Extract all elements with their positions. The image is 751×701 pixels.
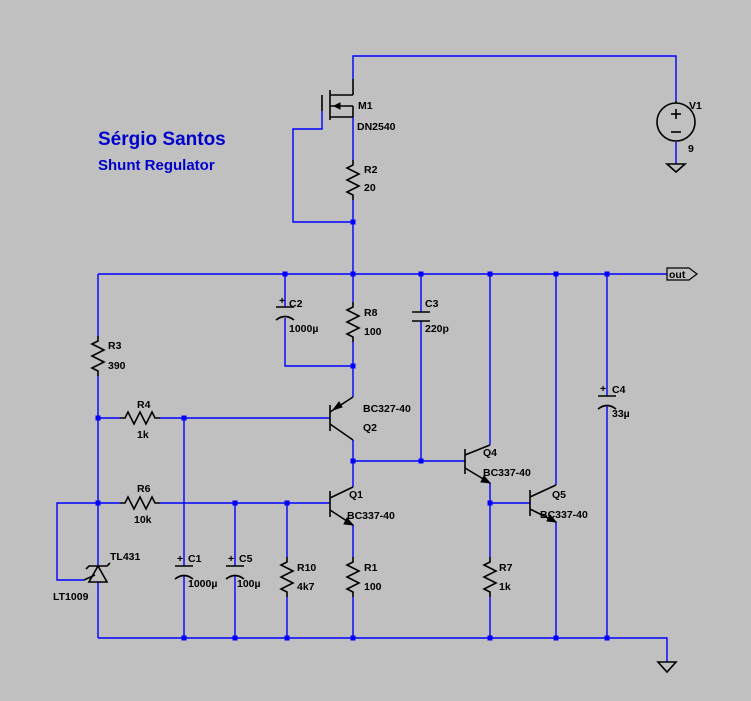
r2-value: 20 — [364, 182, 376, 194]
q1-value: BC337-40 — [347, 510, 395, 522]
voltage-source-v1[interactable]: V1 9 — [656, 100, 702, 155]
c2-value: 1000µ — [289, 323, 318, 335]
resistor-r3[interactable]: R3 390 — [90, 336, 126, 376]
c5-plus-sign: + — [228, 553, 234, 565]
c1-value: 1000µ — [188, 578, 217, 590]
c3-name: C3 — [425, 298, 439, 310]
q1-name: Q1 — [349, 489, 363, 501]
resistor-r4[interactable]: R4 1k — [120, 399, 160, 441]
capacitor-c3[interactable]: C3 220p — [412, 298, 449, 335]
out-label-text: out — [669, 269, 686, 281]
resistor-r7[interactable]: R7 1k — [482, 557, 513, 597]
c2-plus-sign: + — [279, 295, 285, 307]
q4-value: BC337-40 — [483, 467, 531, 479]
resistor-r6[interactable]: R6 10k — [120, 483, 160, 526]
author-title: Sérgio Santos — [98, 129, 226, 150]
capacitor-c4[interactable]: + C4 33µ — [597, 383, 630, 420]
tl431-name: TL431 — [110, 551, 141, 563]
r10-name: R10 — [297, 562, 316, 574]
c3-value: 220p — [425, 323, 449, 335]
wires — [56, 55, 677, 662]
subtitle: Shunt Regulator — [98, 157, 215, 174]
r1-name: R1 — [364, 562, 378, 574]
shunt-reference-tl431[interactable]: TL431 LT1009 — [53, 551, 141, 603]
q2-value: BC327-40 — [363, 403, 411, 415]
capacitor-c5[interactable]: + C5 100µ — [225, 553, 261, 590]
r6-name: R6 — [137, 483, 151, 495]
m1-name: M1 — [358, 100, 373, 112]
r2-name: R2 — [364, 164, 378, 176]
transistor-q2[interactable]: BC327-40 Q2 — [329, 396, 411, 441]
net-label-out: out — [666, 267, 698, 281]
q2-name: Q2 — [363, 422, 377, 434]
r3-name: R3 — [108, 340, 122, 352]
mosfet-m1[interactable]: M1 DN2540 — [321, 79, 396, 133]
r1-value: 100 — [364, 581, 382, 593]
r8-value: 100 — [364, 326, 382, 338]
c4-value: 33µ — [612, 408, 630, 420]
r4-name: R4 — [137, 399, 151, 411]
c5-name: C5 — [239, 553, 253, 565]
capacitor-c2[interactable]: + C2 1000µ — [275, 295, 318, 335]
q5-value: BC337-40 — [540, 509, 588, 521]
r4-value: 1k — [137, 429, 149, 441]
c4-plus-sign: + — [600, 383, 606, 395]
transistor-q4[interactable]: Q4 BC337-40 — [464, 444, 531, 484]
c2-name: C2 — [289, 298, 303, 310]
q5-name: Q5 — [552, 489, 566, 501]
c4-name: C4 — [612, 384, 626, 396]
c1-name: C1 — [188, 553, 202, 565]
m1-value: DN2540 — [357, 121, 396, 133]
c5-value: 100µ — [237, 578, 261, 590]
ground-icon-top — [664, 163, 688, 174]
r7-name: R7 — [499, 562, 513, 574]
v1-name: V1 — [689, 100, 702, 112]
resistor-r8[interactable]: R8 100 — [345, 302, 382, 342]
c1-plus-sign: + — [177, 553, 183, 565]
r3-value: 390 — [108, 360, 126, 372]
transistor-q1[interactable]: Q1 BC337-40 — [329, 486, 395, 526]
r6-value: 10k — [134, 514, 152, 526]
resistor-r2[interactable]: R2 20 — [345, 160, 378, 200]
capacitor-c1[interactable]: + C1 1000µ — [174, 553, 217, 590]
r7-value: 1k — [499, 581, 511, 593]
q4-name: Q4 — [483, 447, 497, 459]
r10-value: 4k7 — [297, 581, 315, 593]
ground-icon-bottom — [656, 661, 678, 674]
resistor-r1[interactable]: R1 100 — [345, 557, 382, 597]
tl431-value: LT1009 — [53, 591, 89, 603]
transistor-q5[interactable]: Q5 BC337-40 — [529, 484, 588, 523]
v1-value: 9 — [688, 143, 694, 155]
resistor-r10[interactable]: R10 4k7 — [279, 557, 316, 597]
r8-name: R8 — [364, 307, 378, 319]
junction-dots — [95, 219, 610, 641]
